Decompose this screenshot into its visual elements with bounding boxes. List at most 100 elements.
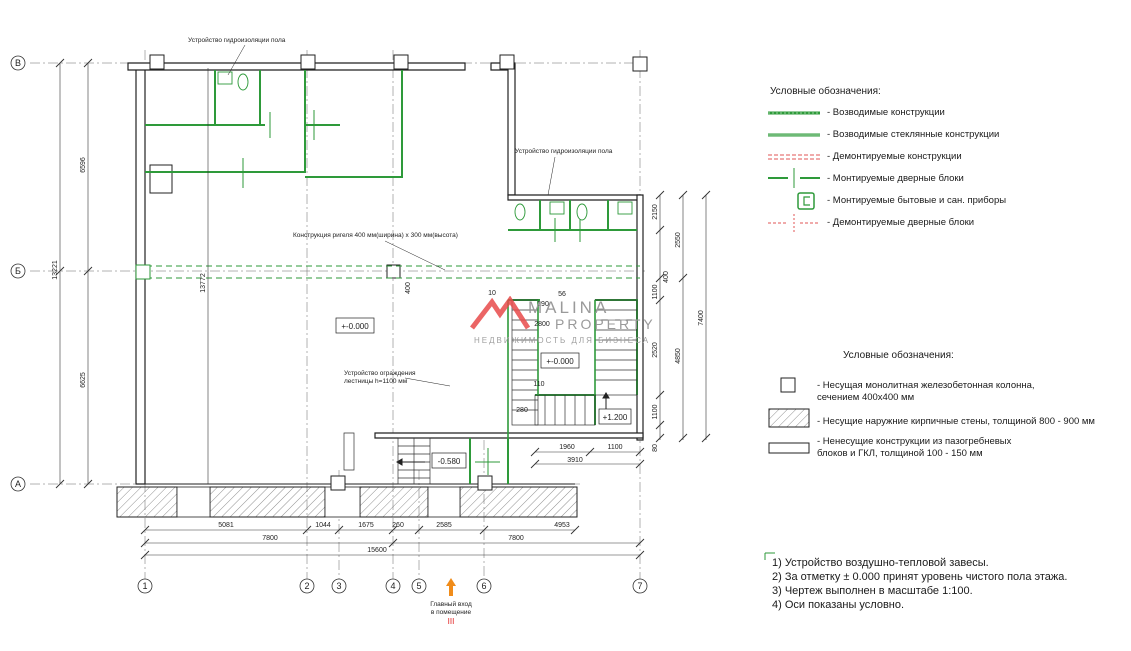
notes: 1) Устройство воздушно-тепловой завесы. …	[772, 556, 1067, 612]
railing-label-line: Устройство ограждения	[344, 369, 416, 377]
axis-label-7: 7	[637, 581, 642, 591]
waterproof-right-label: Устройство гидроизоляции пола	[515, 147, 613, 155]
level-down: -0.580	[438, 457, 461, 466]
level-stair: +-0.000	[546, 357, 574, 366]
dim-right-1: 400	[663, 271, 670, 283]
dim-bottom-2: 1675	[358, 522, 374, 529]
axis-label-a: А	[15, 479, 21, 489]
dim-right-outer-0: 2550	[675, 232, 682, 248]
legend-1-item-1: - Возводимые стеклянные конструкции	[827, 129, 1000, 140]
axis-label-b: Б	[15, 266, 21, 276]
shaft	[149, 164, 173, 194]
legend-column-icon	[780, 377, 796, 393]
stair-railing	[507, 300, 596, 438]
dim-bottom-5: 4953	[554, 522, 570, 529]
note-marker-icon	[764, 552, 775, 560]
staircase	[343, 299, 638, 485]
dim-half-right: 7800	[508, 535, 524, 542]
legend-1-item-4: - Монтируемые бытовые и сан. приборы	[827, 195, 1007, 206]
legend-2-item-1: - Несущие наружние кирпичные стены, толщ…	[817, 416, 1095, 427]
column	[149, 54, 165, 70]
axis-label-3: 3	[336, 581, 341, 591]
axis-label-5: 5	[416, 581, 421, 591]
dim-right-2: 1100	[652, 284, 659, 299]
dim-stair-small-5: 280	[516, 407, 528, 414]
toilet-icon	[514, 203, 526, 221]
level-up: +1.200	[603, 413, 628, 422]
axis-bubble-5	[411, 578, 427, 594]
legend-1-title: Условные обозначения:	[770, 86, 881, 97]
legend1-symbols	[768, 111, 820, 232]
dim-stair-small-1: 290	[537, 301, 549, 308]
axis-bubble-a	[10, 476, 26, 492]
axis-bubble-4	[385, 578, 401, 594]
note-3: 3) Чертеж выполнен в масштабе 1:100.	[772, 585, 973, 597]
dim-bottom-4: 2585	[436, 522, 452, 529]
watermark-logo-icon	[470, 296, 530, 330]
axis-bubble-7	[632, 578, 648, 594]
column	[632, 56, 648, 72]
dim-stair-bottom-0: 1960	[559, 444, 575, 451]
dim-stair-total: 3910	[567, 457, 583, 464]
dim-stair-small-2: 56	[558, 291, 566, 298]
legend-2-item-0: - Несущая монолитная железобетонная коло…	[817, 380, 1035, 403]
legend-fixture-icon	[797, 192, 815, 210]
dim-right-outer-1: 4850	[675, 348, 682, 364]
dimension-lines	[59, 63, 707, 556]
axis-bubble-1	[137, 578, 153, 594]
beam-label: Конструкция ригеля 400 мм(ширина) х 300 …	[293, 232, 458, 239]
dim-bottom-3: 260	[392, 522, 404, 529]
legend-1-item-0: - Возводимые конструкции	[827, 107, 945, 118]
note-2: 2) За отметку ± 0.000 принят уровень чис…	[772, 571, 1068, 583]
dim-right-3: 2520	[652, 342, 659, 358]
dim-stair-small-4: 110	[533, 381, 544, 388]
dim-inner-vertical: 13772	[200, 273, 207, 293]
legend-2: Условные обозначения:	[843, 350, 954, 368]
axis-label-2: 2	[304, 581, 309, 591]
beam-end	[135, 264, 151, 280]
legend-1-item-2: - Демонтируемые конструкции	[827, 151, 962, 162]
dim-right-total: 7400	[698, 310, 705, 326]
dim-stair-bottom-1: 1100	[607, 444, 622, 451]
dim-half-left: 7800	[262, 535, 278, 542]
dim-right-4: 1100	[652, 404, 659, 419]
axis-bubble-2	[299, 578, 315, 594]
dim-small-vertical: 400	[405, 282, 412, 294]
legend-1: Условные обозначения: - Возводимые конст…	[770, 86, 1006, 228]
column	[499, 54, 515, 70]
sanitary-fixtures	[217, 71, 633, 221]
legend-1-item-3: - Монтируемые дверные блоки	[827, 173, 964, 184]
dim-stair-small-0: 10	[488, 290, 496, 297]
sink-icon	[549, 201, 565, 215]
entrance-label-text-line-1: в помещение	[431, 609, 472, 616]
dim-right-0: 2150	[652, 204, 659, 220]
axis-bubble-b	[10, 263, 26, 279]
column	[330, 475, 346, 491]
entrance-label-text: Главный вход	[430, 600, 472, 608]
legend-2-title: Условные обозначения:	[843, 350, 954, 361]
dim-bottom-1: 1044	[315, 522, 331, 529]
dimension-ticks	[55, 58, 711, 560]
bottom-wall	[116, 486, 578, 518]
dim-left-upper: 6596	[80, 157, 87, 173]
axis-label-1: 1	[142, 581, 147, 591]
entrance-arrow	[446, 578, 456, 596]
door-markers	[233, 110, 581, 475]
dim-bottom-total: 15600	[367, 547, 387, 554]
column	[300, 54, 316, 70]
note-1: 1) Устройство воздушно-тепловой завесы.	[772, 557, 989, 569]
column	[386, 264, 401, 279]
watermark-tagline: НЕДВИЖИМОСТЬ ДЛЯ БИЗНЕСА	[474, 336, 651, 345]
axis-bubbles	[10, 55, 648, 594]
legend-partition-icon	[768, 442, 810, 454]
dim-stair-small-3: 2800	[534, 321, 550, 328]
axis-bubble-v	[10, 55, 26, 71]
level-main: +-0.000	[341, 322, 369, 331]
axis-label-6: 6	[481, 581, 486, 591]
toilet-icon	[237, 73, 249, 91]
note-4: 4) Оси показаны условно.	[772, 599, 905, 611]
dim-right-5: 80	[652, 444, 659, 452]
